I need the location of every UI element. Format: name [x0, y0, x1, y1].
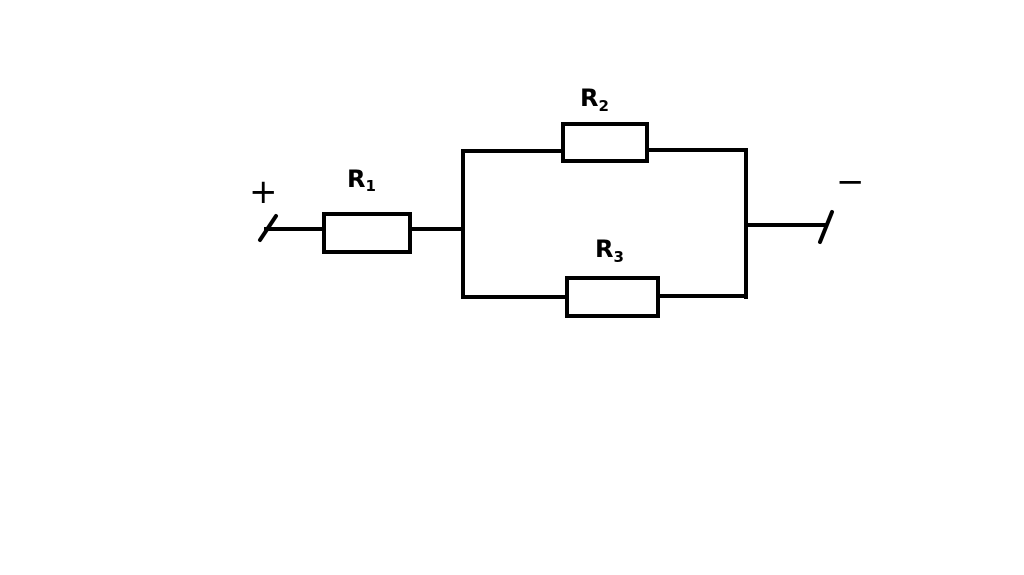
negative-sign: −: [836, 162, 865, 202]
negative-terminal: −: [818, 162, 865, 244]
resistor-r3-label: R3: [595, 235, 624, 266]
resistor-r1: R1: [322, 165, 412, 254]
resistor-r2-label: R2: [580, 84, 609, 115]
resistor-r3: R3: [565, 235, 660, 318]
resistor-r2: R2: [561, 84, 649, 163]
resistor-r1-label: R1: [347, 165, 376, 195]
positive-sign: +: [249, 172, 278, 212]
